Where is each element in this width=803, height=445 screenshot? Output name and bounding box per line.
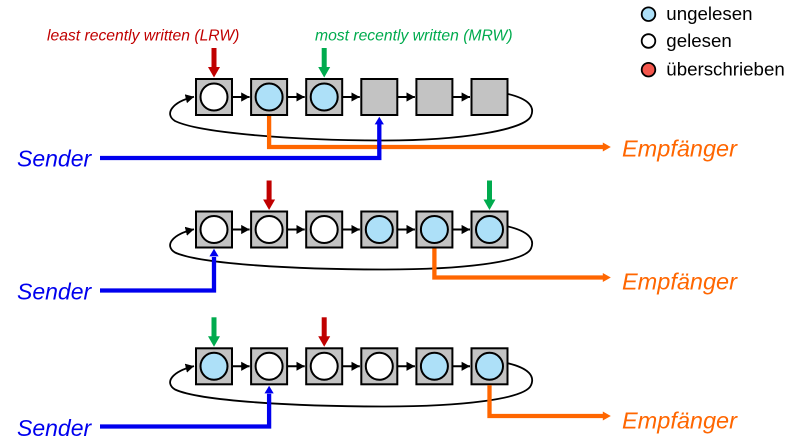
svg-text:Sender: Sender: [17, 415, 93, 441]
svg-text:Sender: Sender: [17, 279, 93, 305]
svg-text:least recently written (LRW): least recently written (LRW): [47, 27, 239, 44]
svg-text:Empfänger: Empfänger: [622, 269, 738, 295]
svg-text:most recently written (MRW): most recently written (MRW): [315, 27, 513, 44]
svg-text:gelesen: gelesen: [666, 30, 731, 51]
svg-text:Sender: Sender: [17, 146, 93, 172]
svg-text:Empfänger: Empfänger: [622, 135, 738, 161]
svg-text:überschrieben: überschrieben: [666, 59, 784, 80]
svg-text:Empfänger: Empfänger: [622, 408, 738, 434]
svg-text:ungelesen: ungelesen: [666, 3, 752, 24]
